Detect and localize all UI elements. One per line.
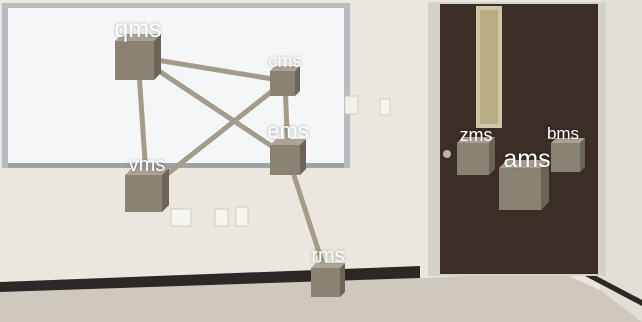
node-cms-cube[interactable] [270,66,300,96]
cube-side-face [154,34,161,80]
cube-top-face [499,160,549,168]
cube-top-face [125,168,169,175]
cube-front-face [270,71,295,96]
cube-front-face [270,145,300,175]
cube-top-face [311,263,345,268]
cube-side-face [489,137,495,175]
cube-side-face [162,168,169,212]
cube-top-face [270,66,300,71]
data-jack [214,208,229,227]
node-label-ems: ems [267,118,309,143]
edge-cms-vms [144,78,288,193]
node-vms-cube[interactable] [125,168,169,212]
cube-front-face [115,41,154,80]
node-label-qms: qms [114,15,162,43]
cube-top-face [115,34,161,41]
node-label-ams: ams [503,145,551,173]
wall-outlet [170,208,192,227]
cube-front-face [457,143,489,175]
node-qms-cube[interactable] [115,34,161,80]
door-handle [443,150,451,158]
node-ams-cube[interactable] [499,160,549,210]
node-bms-cube[interactable] [551,138,585,172]
node-label-rms: rms [311,245,345,267]
side-wall [600,0,642,322]
cube-top-face [457,137,495,143]
node-label-cms: cms [268,51,302,71]
cube-top-face [270,139,306,145]
cube-front-face [125,175,162,212]
cube-side-face [340,263,345,297]
node-rms-cube[interactable] [311,263,345,297]
door-window-glass [480,10,498,124]
graph-nodes [115,34,585,297]
cube-side-face [541,160,549,210]
node-label-vms: vms [128,154,166,176]
node-ems-cube[interactable] [270,139,306,175]
light-switch [379,98,391,116]
node-label-zms: zms [459,125,493,145]
edge-ems-rms [285,154,331,283]
cube-front-face [499,168,541,210]
wall-plate [235,206,249,227]
edge-qms-cms [135,54,288,84]
wall-sensor [344,95,359,115]
node-label-bms: bms [546,124,580,143]
cube-side-face [300,139,306,175]
cube-front-face [311,268,340,297]
edge-qms-ems [135,54,291,160]
cube-side-face [580,138,585,172]
cube-front-face [551,143,580,172]
node-zms-cube[interactable] [457,137,495,175]
cube-side-face [295,66,300,96]
cube-top-face [551,138,585,143]
